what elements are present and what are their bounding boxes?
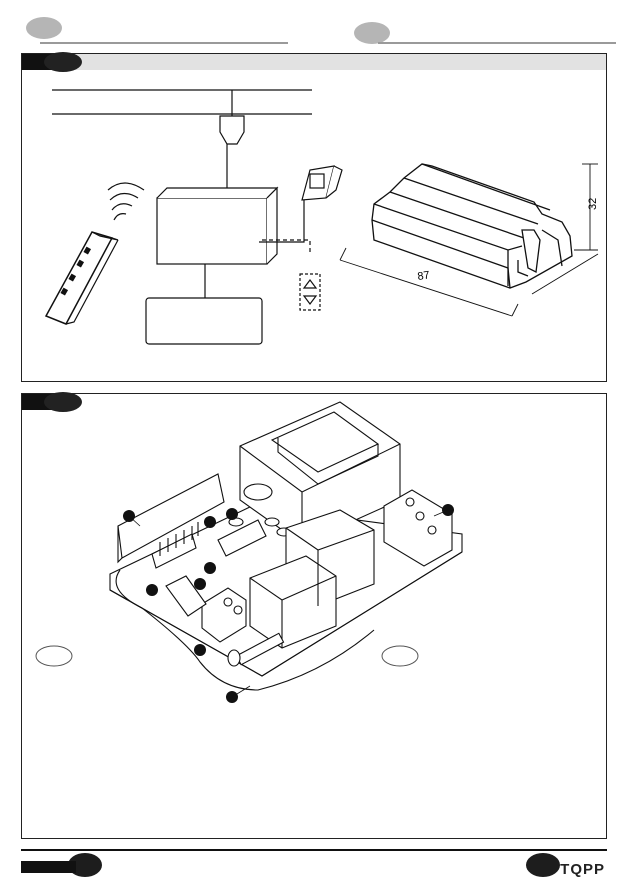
receiver-box bbox=[157, 198, 267, 264]
brand-logo-text: TQPP bbox=[560, 861, 605, 878]
figure-1-panel: 87 32 bbox=[21, 53, 607, 382]
header-left-rule bbox=[40, 42, 288, 44]
remote-control-icon bbox=[46, 232, 118, 324]
footer-rule bbox=[21, 849, 607, 851]
header-right-badge bbox=[354, 22, 390, 44]
footer-left-bar bbox=[21, 861, 76, 873]
footer-page-badge-right bbox=[526, 853, 560, 877]
figure-1-diagram: 87 32 bbox=[22, 54, 606, 381]
figure-2-board-diagram bbox=[22, 394, 606, 838]
capacitor-large bbox=[244, 484, 272, 500]
dimension-height-label: 32 bbox=[587, 198, 599, 210]
control-unit-box bbox=[146, 298, 262, 344]
connector-plug-icon bbox=[220, 116, 244, 144]
header-left-badge bbox=[26, 17, 62, 39]
radio-signal-icon bbox=[108, 183, 144, 220]
figure-2-left-oval bbox=[36, 646, 72, 666]
figure-2-panel bbox=[21, 393, 607, 839]
header-right-rule bbox=[378, 42, 616, 44]
figure-2-right-oval bbox=[382, 646, 418, 666]
dimension-length-label: 87 bbox=[417, 269, 431, 283]
receiver-enclosure-drawing bbox=[372, 164, 572, 288]
